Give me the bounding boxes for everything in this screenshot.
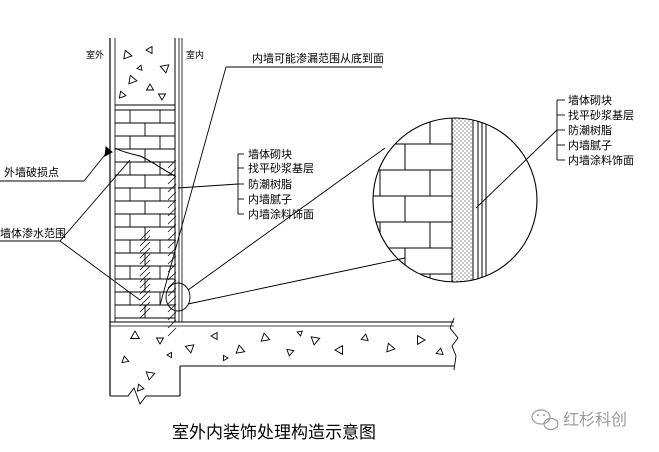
hatch-line [167, 167, 177, 177]
hatch-line [167, 223, 177, 233]
hatch-line [167, 199, 177, 209]
detail-mortar-layer [452, 118, 473, 282]
aggregate-triangle [121, 355, 130, 364]
aggregate-triangle [435, 347, 444, 356]
aggregate-triangle [184, 344, 195, 354]
aggregate-triangle [210, 331, 218, 341]
detail-layer-label: 墙体砌块 [568, 93, 612, 107]
aggregate-triangle [145, 45, 153, 55]
aggregate-triangle [136, 64, 143, 71]
aggregate-triangle [123, 49, 133, 60]
outdoor-label: 室外 [86, 49, 104, 61]
watermark: 红杉科创 [531, 409, 627, 431]
detail-layer-label: 找平砂浆基层 [568, 108, 634, 122]
detail-layer-label: 内墙腻子 [568, 138, 612, 152]
hatch-line [167, 319, 177, 329]
hatch-line [167, 191, 177, 201]
hatch-line [139, 301, 151, 313]
hatch-line [167, 247, 177, 257]
detail-circle [372, 117, 538, 283]
aggregate-triangle [118, 90, 127, 99]
hatch-line [139, 271, 151, 283]
detail-layer-label: 防潮树脂 [568, 123, 612, 137]
floor-slab [109, 317, 459, 405]
hatch-line [167, 303, 177, 313]
top-callout-label: 内墙可能渗漏范围从底到面 [252, 51, 384, 65]
aggregate-triangle [157, 93, 167, 101]
aggregate-triangle [310, 336, 321, 346]
hatch-line [167, 239, 177, 249]
hatch-line [139, 247, 151, 259]
hatch-line [139, 235, 151, 247]
aggregate-triangle [155, 337, 165, 345]
aggregate-triangle [260, 332, 271, 342]
hatch-line [139, 253, 151, 265]
layer-label: 防潮树脂 [248, 177, 292, 191]
wall-section [109, 38, 183, 322]
seepage-range-label: 墙体渗水范围 [0, 226, 66, 240]
concrete-aggregate-top [118, 45, 170, 101]
hatch-line [167, 327, 177, 337]
detail-layer-label: 内墙涂料饰面 [568, 153, 634, 167]
hatch-line [139, 229, 151, 241]
aggregate-triangle [145, 371, 156, 381]
aggregate-triangle [128, 74, 138, 85]
aggregate-triangle [417, 334, 426, 346]
hatch-line [139, 259, 151, 271]
hatch-line [167, 175, 177, 185]
hatch-line [167, 295, 177, 305]
diagram-title: 室外内装饰处理构造示意图 [172, 423, 376, 443]
concrete-aggregate-slab [121, 330, 444, 392]
aggregate-triangle [159, 64, 170, 74]
leader-lines [0, 66, 565, 306]
aggregate-triangle [296, 330, 303, 337]
hatch-line [167, 183, 177, 193]
hatch-line [167, 271, 177, 281]
detail-brick-courses [373, 118, 452, 282]
brick-courses [115, 109, 175, 319]
aggregate-triangle [129, 330, 141, 339]
aggregate-triangle [166, 351, 172, 359]
seepage-hatch [139, 159, 177, 337]
detail-layer-labels: 墙体砌块 找平砂浆基层 防潮树脂 内墙腻子 内墙涂料饰面 [568, 93, 634, 167]
layer-label: 墙体砌块 [248, 147, 292, 161]
aggregate-triangle [136, 383, 145, 392]
aggregate-triangle [145, 83, 155, 91]
aggregate-triangle [223, 354, 229, 362]
hatch-line [139, 241, 151, 253]
layer-labels: 墙体砌块 找平砂浆基层 防潮树脂 内墙腻子 内墙涂料饰面 [248, 147, 314, 221]
layer-label: 内墙涂料饰面 [248, 207, 314, 221]
wechat-icon [531, 409, 559, 431]
layer-label: 找平砂浆基层 [248, 161, 314, 175]
hatch-line [139, 289, 151, 301]
hatch-line [167, 215, 177, 225]
watermark-text: 红杉科创 [563, 410, 627, 429]
hatch-line [167, 311, 177, 321]
hatch-line [167, 159, 177, 169]
layer-label: 内墙腻子 [248, 192, 292, 206]
hatch-line [167, 255, 177, 265]
aggregate-triangle [334, 344, 343, 356]
hatch-line [167, 287, 177, 297]
aggregate-triangle [235, 344, 246, 354]
aggregate-triangle [360, 333, 369, 342]
damage-point-label: 外墙破损点 [4, 165, 59, 179]
hatch-line [139, 295, 151, 307]
hatch-line [139, 307, 151, 319]
hatch-line [139, 283, 151, 295]
aggregate-triangle [386, 342, 396, 353]
hatch-line [139, 265, 151, 277]
indoor-label: 室内 [186, 49, 204, 61]
hatch-line [167, 231, 177, 241]
detail-marker [165, 147, 406, 312]
hatch-line [139, 277, 151, 289]
hatch-line [167, 207, 177, 217]
aggregate-triangle [286, 348, 295, 357]
seepage-boundary [114, 147, 176, 177]
